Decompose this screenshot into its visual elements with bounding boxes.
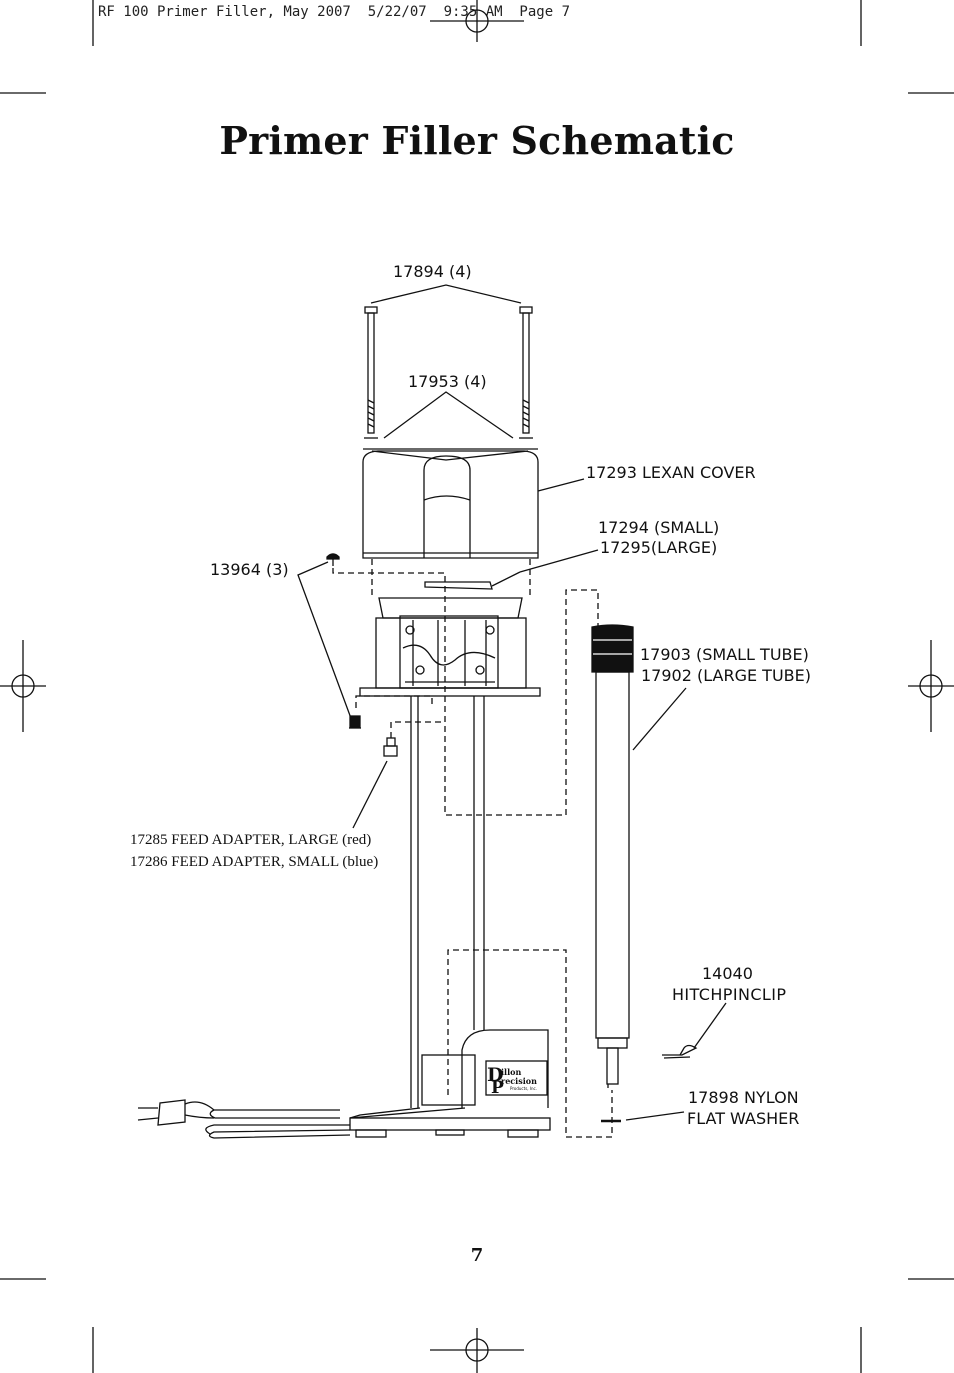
svg-text:D: D <box>487 1064 503 1086</box>
registration-mark-top <box>430 0 524 42</box>
base-unit <box>349 1029 551 1138</box>
registration-mark-right <box>908 640 954 732</box>
label-screw: 13964 (3) <box>210 560 289 579</box>
label-bolt: 17894 (4) <box>393 262 472 281</box>
feed-adapter <box>352 737 398 829</box>
label-clip-name: HITCHPINCLIP <box>672 985 787 1004</box>
main-column <box>410 696 485 1108</box>
label-nylon-washer: 17898 NYLON <box>688 1088 799 1107</box>
page-title: Primer Filler Schematic <box>219 118 735 163</box>
slide-plate <box>424 549 599 590</box>
primer-tube <box>591 624 634 1088</box>
screw-bottom <box>349 715 361 729</box>
nylon-washer <box>601 1111 685 1123</box>
label-nylon-washer-type: FLAT WASHER <box>687 1109 800 1128</box>
page-number: 7 <box>470 1245 484 1266</box>
dillon-precision-logo: D P illon recision Products, Inc. <box>487 1064 537 1098</box>
label-washer: 17953 (4) <box>408 372 487 391</box>
screw-top <box>326 553 340 566</box>
bolt-right <box>519 306 533 439</box>
print-slug: RF 100 Primer Filler, May 2007 5/22/07 9… <box>98 4 571 20</box>
label-lexan-cover: 17293 LEXAN COVER <box>586 463 756 482</box>
label-plate-small: 17294 (SMALL) <box>598 518 720 537</box>
lexan-cover <box>362 448 539 559</box>
label-tube-large: 17902 (LARGE TUBE) <box>641 666 811 685</box>
label-clip-number: 14040 <box>702 964 753 983</box>
label-feed-adapter-small: 17286 FEED ADAPTER, SMALL (blue) <box>130 854 379 870</box>
svg-text:P: P <box>491 1078 504 1098</box>
registration-mark-bottom <box>430 1328 524 1373</box>
logo-line-2: recision <box>501 1076 537 1086</box>
label-plate-large: 17295(LARGE) <box>600 538 718 557</box>
registration-mark-left <box>0 640 46 732</box>
bolt-left <box>364 306 378 439</box>
label-tube-small: 17903 (SMALL TUBE) <box>640 645 809 664</box>
logo-line-1: illon <box>501 1067 521 1077</box>
platform-mechanism <box>359 597 541 697</box>
logo-line-3: Products, Inc. <box>510 1086 537 1091</box>
power-cord <box>137 1099 421 1139</box>
hitch-pin-clip <box>662 1002 727 1059</box>
label-feed-adapter-large: 17285 FEED ADAPTER, LARGE (red) <box>130 832 372 848</box>
